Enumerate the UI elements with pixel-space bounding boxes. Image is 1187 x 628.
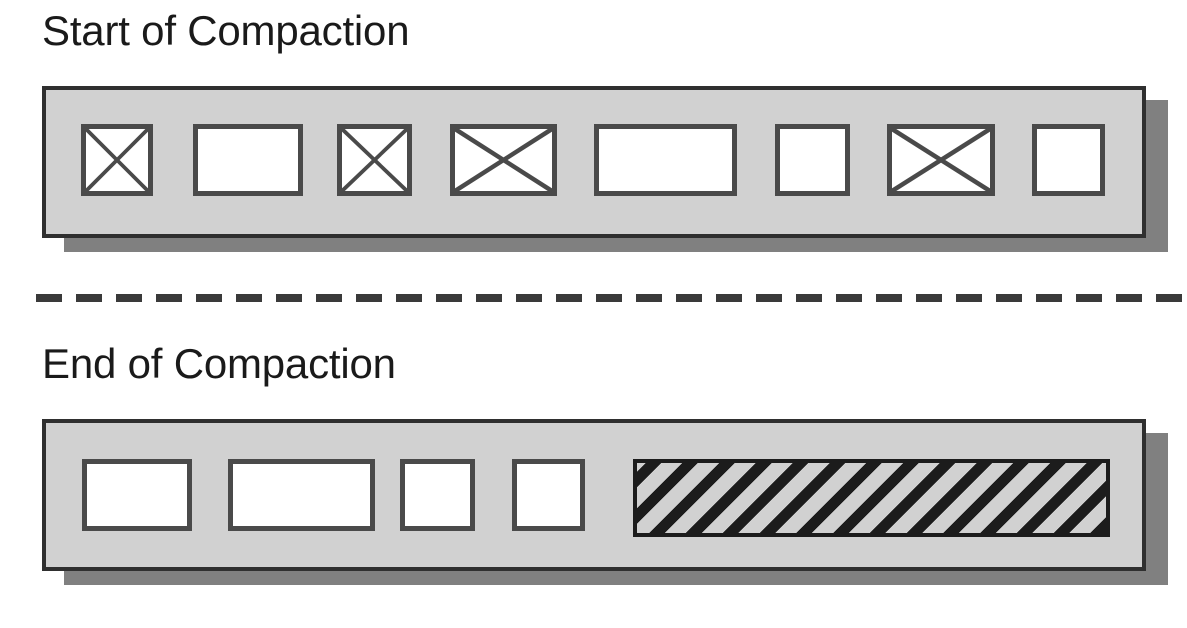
memory-block-live[interactable] (594, 124, 737, 196)
memory-block-live[interactable] (512, 459, 585, 531)
section-divider (36, 294, 1187, 302)
x-mark-icon (889, 127, 993, 193)
memory-block-live[interactable] (775, 124, 850, 196)
x-mark-icon (452, 127, 555, 193)
section-title-start: Start of Compaction (42, 7, 410, 54)
memory-block-live[interactable] (193, 124, 303, 196)
memory-block-live[interactable] (82, 459, 192, 531)
x-mark-icon (340, 127, 409, 193)
memory-block-dead[interactable] (887, 124, 995, 196)
memory-block-live[interactable] (1032, 124, 1105, 196)
memory-block-free-space[interactable] (633, 459, 1110, 537)
memory-block-live[interactable] (400, 459, 475, 531)
memory-block-live[interactable] (228, 459, 375, 531)
memory-block-dead[interactable] (450, 124, 557, 196)
memory-block-dead[interactable] (337, 124, 412, 196)
memory-block-dead[interactable] (81, 124, 153, 196)
x-mark-icon (84, 127, 150, 193)
section-title-end: End of Compaction (42, 340, 396, 387)
memory-region-end (42, 419, 1168, 585)
memory-region-start (42, 86, 1168, 252)
